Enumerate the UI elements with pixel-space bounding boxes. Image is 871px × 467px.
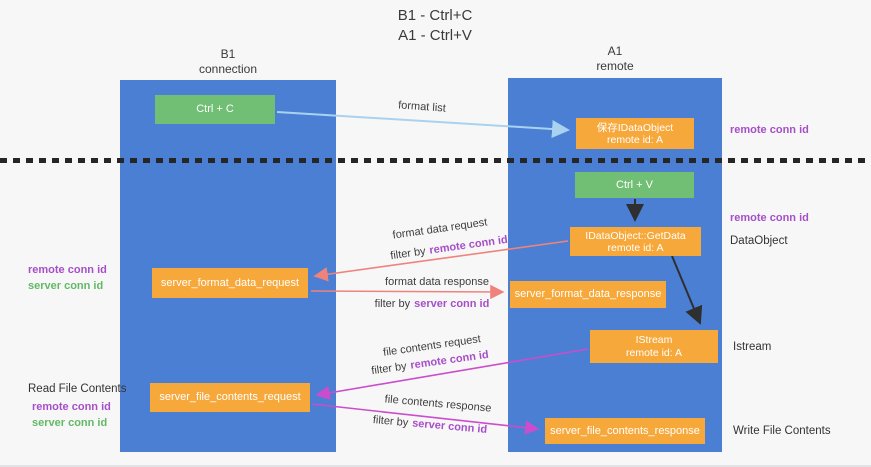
server-file-contents-request-box: server_file_contents_request — [150, 383, 310, 412]
istream-note: Istream — [733, 341, 772, 353]
server-conn-id-text: server conn id — [411, 417, 488, 436]
server-format-data-response-box: server_format_data_response — [510, 281, 666, 308]
istream-title: IStream — [635, 333, 673, 346]
filter-by-text: filter by — [372, 414, 409, 430]
remote-conn-id-note-top-right: remote conn id — [730, 124, 809, 136]
server-conn-id-note-file-req: server conn id — [32, 417, 108, 429]
remote-conn-id-note-getdata: remote conn id — [730, 212, 809, 224]
format-data-response-label: format data response — [385, 276, 489, 288]
idataobject-getdata-box: IDataObject::GetData remote id: A — [570, 227, 701, 256]
server-conn-id-note-format-req: server conn id — [28, 280, 104, 292]
remote-conn-id-text: remote conn id — [428, 233, 509, 257]
filter-by-text: filter by — [374, 298, 411, 310]
lane-b1-name: B1 — [220, 47, 236, 61]
getdata-remote-id: remote id: A — [607, 241, 664, 254]
dataobject-note: DataObject — [730, 235, 788, 247]
lane-a1-subtitle: remote — [596, 59, 634, 73]
server-file-contents-response-label: server_file_contents_response — [550, 424, 700, 437]
server-format-data-request-label: server_format_data_request — [160, 276, 300, 289]
file-contents-response-label: file contents response — [384, 393, 492, 415]
istream-remote-id: remote id: A — [625, 346, 683, 359]
istream-box: IStream remote id: A — [590, 330, 718, 363]
server-file-contents-request-label: server_file_contents_request — [159, 391, 301, 403]
ctrl-c-label: Ctrl + C — [196, 103, 234, 115]
dashed-separator — [0, 158, 871, 163]
lane-header-b1: B1 connection — [120, 47, 336, 77]
filter-by-text: filter by — [389, 245, 427, 263]
title-line-2: A1 - Ctrl+V — [398, 27, 472, 44]
lane-header-a1: A1 remote — [508, 44, 722, 74]
save-idataobject-box: 保存IDataObject remote id: A — [576, 118, 694, 149]
server-conn-id-text: server conn id — [414, 298, 490, 310]
server-file-contents-response-box: server_file_contents_response — [545, 418, 705, 444]
save-idataobject-title: 保存IDataObject — [596, 121, 674, 134]
save-idataobject-remote-id: remote id: A — [606, 133, 664, 146]
remote-conn-id-note-file-req: remote conn id — [32, 401, 111, 413]
ctrl-v-box: Ctrl + V — [575, 172, 694, 198]
ctrl-v-label: Ctrl + V — [616, 178, 653, 191]
server-format-data-request-box: server_format_data_request — [152, 268, 308, 298]
getdata-title: IDataObject::GetData — [585, 229, 686, 242]
format-list-label: format list — [397, 99, 447, 115]
title-line-1: B1 - Ctrl+C — [397, 7, 473, 24]
write-file-contents-note: Write File Contents — [733, 425, 831, 437]
read-file-contents-note: Read File Contents — [28, 383, 127, 395]
lane-a1-name: A1 — [607, 44, 623, 58]
filter-by-text: filter by — [370, 360, 408, 378]
diagram-title: B1 - Ctrl+C A1 - Ctrl+V — [330, 6, 540, 46]
lane-b1-subtitle: connection — [198, 62, 258, 76]
server-format-data-response-label: server_format_data_response — [514, 288, 662, 300]
remote-conn-id-note-format-req: remote conn id — [28, 264, 107, 276]
ctrl-c-box: Ctrl + C — [155, 95, 275, 124]
arrow-format-data-response — [310, 284, 505, 300]
